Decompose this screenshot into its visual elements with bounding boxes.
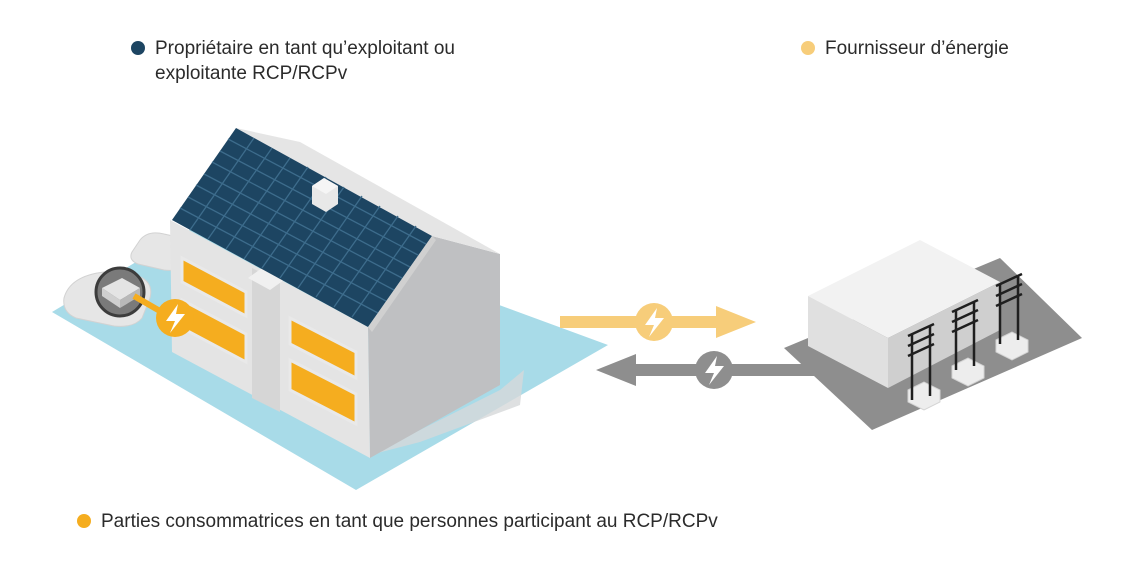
house-shadow [370, 370, 524, 455]
owner-dot-icon [131, 41, 145, 55]
export-arrow [560, 303, 756, 341]
roof-edge [368, 236, 436, 332]
chimney [312, 178, 338, 212]
legend-consumers-label: Parties consommatrices en tant que perso… [101, 511, 718, 532]
legend-owner: Propriétaire en tant qu’exploitant ou ex… [131, 36, 455, 86]
import-arrow [596, 351, 828, 389]
roof-back [236, 128, 500, 254]
legend-supplier: Fournisseur d’énergie [801, 36, 1009, 61]
power-pylon-icon [907, 272, 1023, 400]
supplier-dot-icon [801, 41, 815, 55]
legend-supplier-label: Fournisseur d’énergie [825, 38, 1009, 59]
house-side-wall [368, 236, 500, 458]
windows [180, 255, 358, 427]
house-pillar-top [248, 268, 284, 290]
consumers-dot-icon [77, 514, 91, 528]
legend-consumers: Parties consommatrices en tant que perso… [77, 509, 718, 534]
house-pillar [252, 268, 280, 412]
house-lightning-icon [156, 299, 194, 337]
legend-owner-label: Propriétaire en tant qu’exploitant ou ex… [155, 38, 455, 84]
